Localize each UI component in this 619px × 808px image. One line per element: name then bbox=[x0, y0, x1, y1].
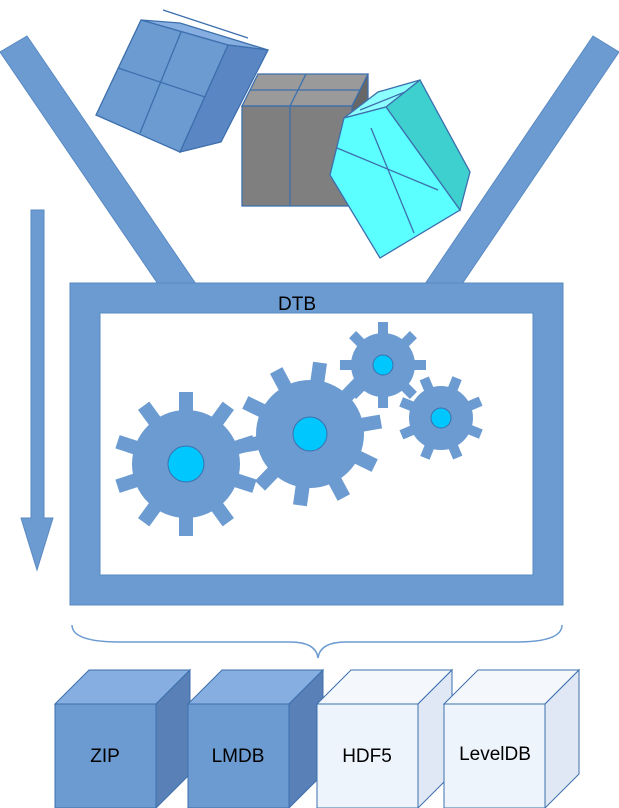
gear-icon bbox=[115, 392, 257, 536]
gear-icon bbox=[237, 361, 383, 507]
format-label-leveldb: LevelDB bbox=[459, 744, 531, 765]
storage-cube-hdf5: HDF5 bbox=[315, 668, 454, 808]
storage-cube-leveldb: LevelDB bbox=[442, 668, 581, 808]
curly-brace bbox=[71, 624, 563, 659]
gear-icon bbox=[399, 376, 483, 460]
flow-down-arrow bbox=[20, 209, 54, 572]
format-label-lmdb: LMDB bbox=[212, 746, 265, 767]
dtb-box bbox=[70, 283, 563, 605]
cyan-data-cube bbox=[329, 79, 471, 259]
dtb-title: DTB bbox=[278, 294, 316, 315]
format-label-hdf5: HDF5 bbox=[342, 746, 392, 767]
storage-cube-zip: ZIP bbox=[53, 668, 192, 808]
format-label-zip: ZIP bbox=[90, 746, 120, 767]
blue-data-cube bbox=[95, 9, 270, 153]
storage-cube-lmdb: LMDB bbox=[186, 668, 325, 808]
gear-icon bbox=[340, 322, 426, 408]
